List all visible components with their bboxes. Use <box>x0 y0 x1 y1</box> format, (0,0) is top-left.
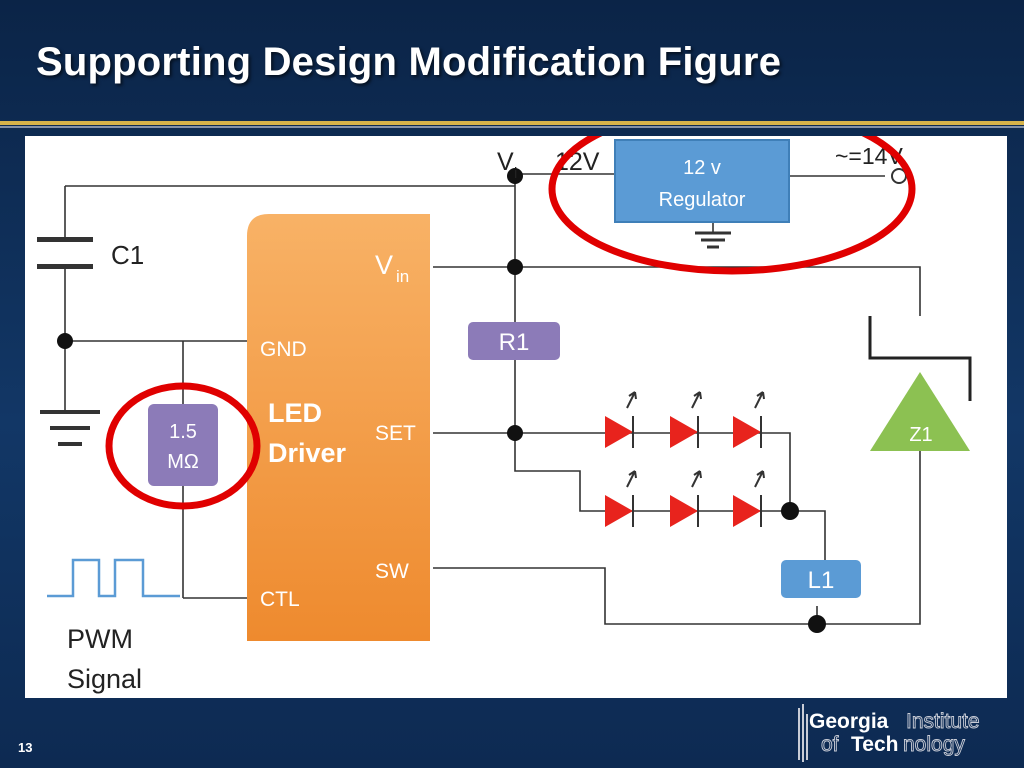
vin-pin-subscript: in <box>396 267 409 286</box>
wire-sw <box>433 451 921 625</box>
set-pin-label: SET <box>375 422 416 445</box>
l1-label: L1 <box>808 567 835 594</box>
led-icon <box>670 391 702 448</box>
wire-led-bottom-row <box>514 431 790 512</box>
regulator-block: 12 v Regulator <box>614 139 790 223</box>
logo-word-nology: nology <box>903 733 965 756</box>
junction-dots <box>57 168 826 633</box>
led-row-top <box>605 391 765 448</box>
led-icon <box>605 470 637 527</box>
wire-set <box>433 432 791 511</box>
led-row-bottom <box>605 470 765 527</box>
wire-l1-in <box>790 510 826 578</box>
wires <box>64 173 921 625</box>
c1-label: C1 <box>111 240 144 270</box>
highlight-circle-resistor <box>105 382 261 510</box>
resistor-r1: R1 <box>468 322 560 360</box>
led-icon <box>605 391 637 448</box>
pwm-waveform-icon <box>47 558 180 598</box>
page-number: 13 <box>18 740 33 755</box>
driver-label-line1: LED <box>268 398 322 428</box>
r1-label: R1 <box>499 329 530 356</box>
circuit-figure: C1 GND LED Dr <box>25 136 1007 698</box>
led-icon <box>670 470 702 527</box>
gnd-pin-label: GND <box>260 338 307 361</box>
sw-pin-label: SW <box>375 560 409 583</box>
resistor-value-line2: MΩ <box>167 451 199 473</box>
logo-word-institute: Institute <box>906 710 980 733</box>
regulator-label-line2: Regulator <box>659 189 746 211</box>
z1-label: Z1 <box>909 424 932 446</box>
gold-divider <box>0 121 1024 125</box>
output-terminal-icon <box>891 168 907 184</box>
title-bar: Supporting Design Modification Figure <box>0 0 1024 120</box>
capacitor-c1: C1 <box>37 237 144 270</box>
zener-diode-z1: Z1 <box>868 316 972 451</box>
circuit-diagram: C1 GND LED Dr <box>37 136 972 694</box>
led-icon <box>733 470 765 527</box>
logo-word-of: of <box>821 733 839 756</box>
logo-word-tech: Tech <box>851 733 898 756</box>
regulator-ground-icon <box>695 231 731 249</box>
highlight-circle-regulator <box>548 136 916 275</box>
ground-icon <box>40 410 100 446</box>
driver-label-line2: Driver <box>268 438 347 468</box>
thin-divider <box>0 126 1024 128</box>
vi-label-subscript: i <box>514 165 517 182</box>
ctl-pin-label: CTL <box>260 588 300 611</box>
logo-word-georgia: Georgia <box>809 710 889 733</box>
resistor-value-line1: 1.5 <box>169 421 197 443</box>
resistor-1-5-mohm: 1.5 MΩ <box>148 404 218 486</box>
pwm-label-line2: Signal <box>67 664 142 694</box>
slide-title: Supporting Design Modification Figure <box>36 40 782 84</box>
georgia-tech-logo: Georgia Institute of Tech nology <box>798 704 980 762</box>
regulator-label-line1: 12 v <box>683 157 721 179</box>
vi-label: V <box>497 148 514 176</box>
inductor-l1: L1 <box>781 560 861 598</box>
wire-vin <box>433 266 921 316</box>
led-icon <box>733 391 765 448</box>
vin-pin-label: V <box>375 250 393 280</box>
led-driver-block: GND LED Driver V in SET SW CTL <box>247 214 430 641</box>
pwm-label-line1: PWM <box>67 624 133 654</box>
